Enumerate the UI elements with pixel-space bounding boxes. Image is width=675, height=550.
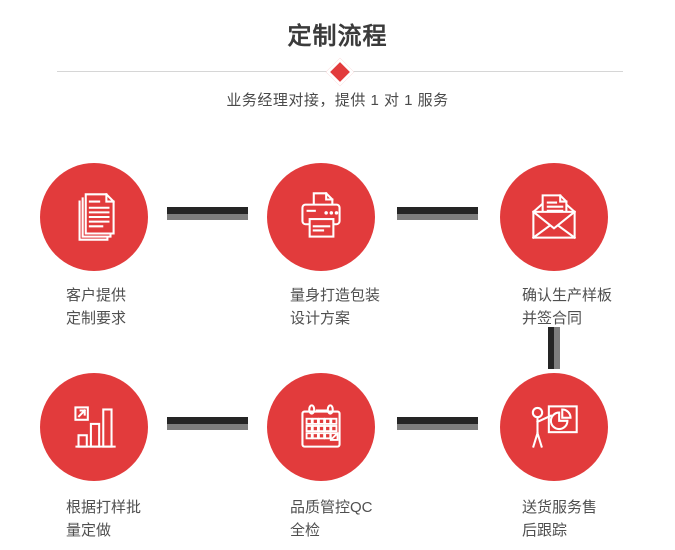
connector-step2-step3 (397, 207, 478, 220)
connector-dark-bar (397, 207, 478, 214)
step-label-line: 品质管控QC (290, 499, 373, 516)
printer-icon (301, 192, 341, 238)
divider-line (57, 57, 623, 86)
step-sample-contract (500, 163, 608, 271)
presentation-icon (531, 405, 578, 448)
step-label: 品质管控QC 全检 (290, 496, 373, 542)
step-label-line: 并签合同 (522, 310, 583, 327)
step-label-line: 后跟踪 (522, 522, 568, 539)
step-label: 根据打样批 量定做 (66, 496, 141, 542)
connector-dark-bar (548, 327, 554, 369)
step-customer-requirements (40, 163, 148, 271)
step-batch-production (40, 373, 148, 481)
step-quality-control (267, 373, 375, 481)
step-packaging-design (267, 163, 375, 271)
documents-icon (78, 193, 115, 241)
connector-gray-bar (397, 424, 478, 430)
page-title: 定制流程 (287, 23, 388, 50)
envelope-icon (531, 194, 577, 240)
step-label-line: 送货服务售 (522, 499, 598, 516)
connector-gray-bar (167, 214, 248, 220)
step-label-line: 量定做 (66, 522, 112, 539)
connector-gray-bar (554, 327, 560, 369)
step-label-line: 全检 (290, 522, 321, 539)
connector-step3-step6 (548, 327, 560, 369)
connector-step4-step5 (167, 417, 248, 430)
connector-gray-bar (397, 214, 478, 220)
connector-dark-bar (397, 417, 478, 424)
connector-step1-step2 (167, 207, 248, 220)
step-label: 送货服务售 后跟踪 (522, 496, 597, 542)
connector-gray-bar (167, 424, 248, 430)
step-label-line: 设计方案 (290, 310, 351, 327)
connector-dark-bar (167, 417, 248, 424)
step-delivery-tracking (500, 373, 608, 481)
step-label-line: 客户提供 (66, 287, 127, 304)
step-label: 确认生产样板 并签合同 (522, 284, 612, 330)
step-label-line: 定制要求 (66, 310, 127, 327)
step-label-line: 量身打造包装 (290, 287, 381, 304)
bar-chart-icon (74, 406, 116, 448)
step-label-line: 根据打样批 (66, 499, 142, 516)
step-label-line: 确认生产样板 (522, 287, 613, 304)
connector-dark-bar (167, 207, 248, 214)
calendar-icon (301, 404, 341, 448)
step-label: 量身打造包装 设计方案 (290, 284, 380, 330)
connector-step5-step6 (397, 417, 478, 430)
subtitle: 业务经理对接，提供 1 对 1 服务 (226, 92, 449, 109)
diamond-icon (325, 57, 355, 86)
step-label: 客户提供 定制要求 (66, 284, 126, 330)
